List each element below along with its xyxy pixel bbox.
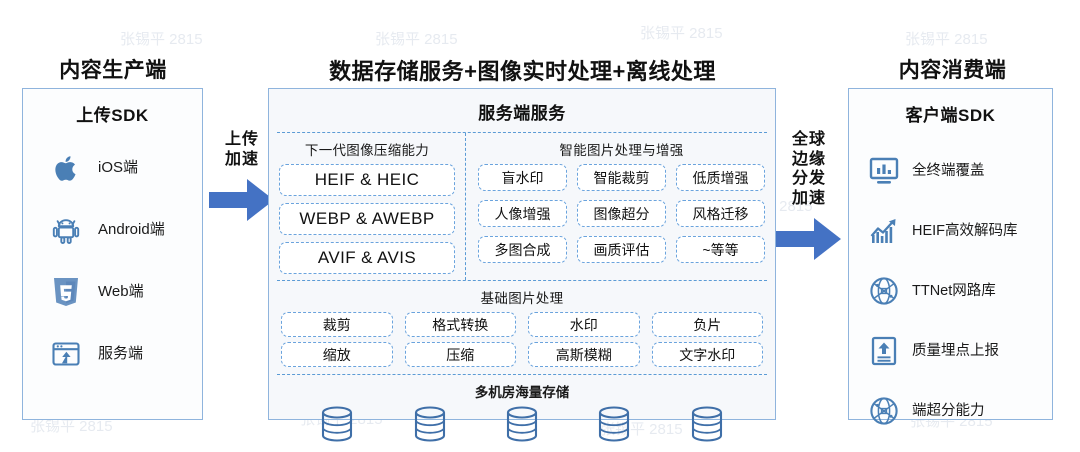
client-sdk-list: 全终端覆盖 HEIF: [849, 136, 1052, 436]
arrow-right-icon: [205, 177, 279, 223]
basic-item[interactable]: 负片: [651, 312, 763, 337]
apple-icon: [47, 149, 85, 187]
list-item[interactable]: iOS端: [47, 142, 202, 194]
client-sdk-panel: 客户端SDK 全终端覆盖: [848, 88, 1053, 425]
basic-item[interactable]: 格式转换: [404, 312, 516, 337]
basic-processing-section: 基础图片处理 裁剪 格式转换 水印 负片 缩放 压缩 高斯模糊 文字水印: [269, 281, 775, 374]
database-row: [269, 404, 775, 452]
database-icon: [687, 404, 727, 444]
smart-item[interactable]: 盲水印: [478, 164, 567, 191]
smart-processing-section: 智能图片处理与增强 盲水印 智能裁剪 低质增强 人像增强 图像超分 风格迁移 多…: [466, 133, 775, 280]
compression-item[interactable]: AVIF & AVIS: [279, 242, 455, 274]
global-edge-delivery-arrow: 全球 边缘 分发 加速: [772, 130, 846, 262]
globe-network-icon: [867, 274, 901, 308]
list-item-label: 端超分能力: [912, 402, 985, 419]
basic-item[interactable]: 裁剪: [281, 312, 393, 337]
list-item-label: Web端: [98, 283, 144, 301]
list-item[interactable]: TTNet网路库: [867, 266, 1052, 316]
smart-processing-section-title: 智能图片处理与增强: [559, 143, 684, 158]
center-column-title: 数据存储服务+图像实时处理+离线处理: [329, 59, 716, 84]
smart-item[interactable]: ~等等: [676, 236, 765, 263]
list-item-label: iOS端: [98, 159, 139, 177]
basic-item[interactable]: 缩放: [281, 342, 393, 367]
watermark-text: 张锡平 2815: [120, 31, 203, 48]
watermark-text: 张锡平 2815: [640, 25, 723, 42]
smart-item[interactable]: 人像增强: [478, 200, 567, 227]
compression-section-title: 下一代图像压缩能力: [304, 143, 430, 158]
smart-item[interactable]: 多图合成: [478, 236, 567, 263]
database-icon: [317, 404, 357, 444]
monitor-chart-icon: [867, 154, 901, 188]
basic-item[interactable]: 文字水印: [651, 342, 763, 367]
list-item[interactable]: Android端: [47, 204, 202, 256]
client-sdk-heading: 客户端SDK: [905, 106, 996, 125]
right-column-title: 内容消费端: [898, 59, 1007, 82]
server-service-heading: 服务端服务: [478, 104, 566, 123]
database-icon: [594, 404, 634, 444]
globe-network-icon: [867, 394, 901, 428]
list-item[interactable]: 端超分能力: [867, 386, 1052, 436]
server-service-card: 服务端服务 下一代图像压缩能力 HEIF & HEIC WEBP & AWEBP…: [268, 88, 776, 442]
divider: [277, 132, 767, 133]
basic-item[interactable]: 水印: [528, 312, 640, 337]
upload-sdk-list: iOS端: [23, 136, 202, 380]
divider: [277, 374, 767, 375]
android-icon: [47, 211, 85, 249]
basic-item[interactable]: 压缩: [404, 342, 516, 367]
storage-section: 多机房海量存储: [269, 375, 775, 452]
upload-sdk-panel: 上传SDK iOS端: [22, 88, 203, 420]
divider: [277, 280, 767, 281]
upload-report-icon: [867, 334, 901, 368]
database-icon: [502, 404, 542, 444]
smart-item[interactable]: 低质增强: [676, 164, 765, 191]
list-item-label: 服务端: [98, 345, 144, 363]
list-item-label: HEIF高效解码库: [912, 222, 1018, 239]
smart-item[interactable]: 图像超分: [577, 200, 666, 227]
list-item-label: 质量埋点上报: [912, 342, 999, 359]
server-upload-icon: [47, 335, 85, 373]
smart-item[interactable]: 画质评估: [577, 236, 666, 263]
list-item[interactable]: 服务端: [47, 328, 202, 380]
basic-processing-section-title: 基础图片处理: [480, 291, 564, 306]
upload-accelerate-label: 上传 加速: [224, 131, 259, 168]
arrow-right-icon: [772, 216, 846, 262]
smart-item[interactable]: 风格迁移: [676, 200, 765, 227]
compression-item[interactable]: WEBP & AWEBP: [279, 203, 455, 235]
storage-section-title: 多机房海量存储: [474, 385, 570, 400]
list-item[interactable]: 质量埋点上报: [867, 326, 1052, 376]
list-item[interactable]: HEIF高效解码库: [867, 206, 1052, 256]
watermark-text: 张锡平 2815: [375, 31, 458, 48]
watermark-text: 张锡平 2815: [905, 31, 988, 48]
upload-accelerate-arrow: 上传 加速: [205, 130, 279, 223]
left-column-title: 内容生产端: [59, 59, 167, 82]
smart-processing-grid: 盲水印 智能裁剪 低质增强 人像增强 图像超分 风格迁移 多图合成 画质评估 ~…: [478, 164, 765, 263]
basic-item[interactable]: 高斯模糊: [528, 342, 640, 367]
trend-up-icon: [867, 214, 901, 248]
basic-processing-grid: 裁剪 格式转换 水印 负片 缩放 压缩 高斯模糊 文字水印: [269, 312, 775, 374]
list-item-label: Android端: [98, 221, 165, 239]
compression-item[interactable]: HEIF & HEIC: [279, 164, 455, 196]
global-edge-delivery-label: 全球 边缘 分发 加速: [791, 131, 826, 207]
compression-section: 下一代图像压缩能力 HEIF & HEIC WEBP & AWEBP AVIF …: [269, 133, 466, 280]
processing-sections: 下一代图像压缩能力 HEIF & HEIC WEBP & AWEBP AVIF …: [269, 133, 775, 280]
list-item-label: 全终端覆盖: [912, 162, 985, 179]
upload-sdk-heading: 上传SDK: [76, 106, 149, 125]
list-item[interactable]: 全终端覆盖: [867, 146, 1052, 196]
database-icon: [410, 404, 450, 444]
smart-item[interactable]: 智能裁剪: [577, 164, 666, 191]
list-item[interactable]: Web端: [47, 266, 202, 318]
html5-icon: [47, 273, 85, 311]
list-item-label: TTNet网路库: [912, 282, 996, 299]
